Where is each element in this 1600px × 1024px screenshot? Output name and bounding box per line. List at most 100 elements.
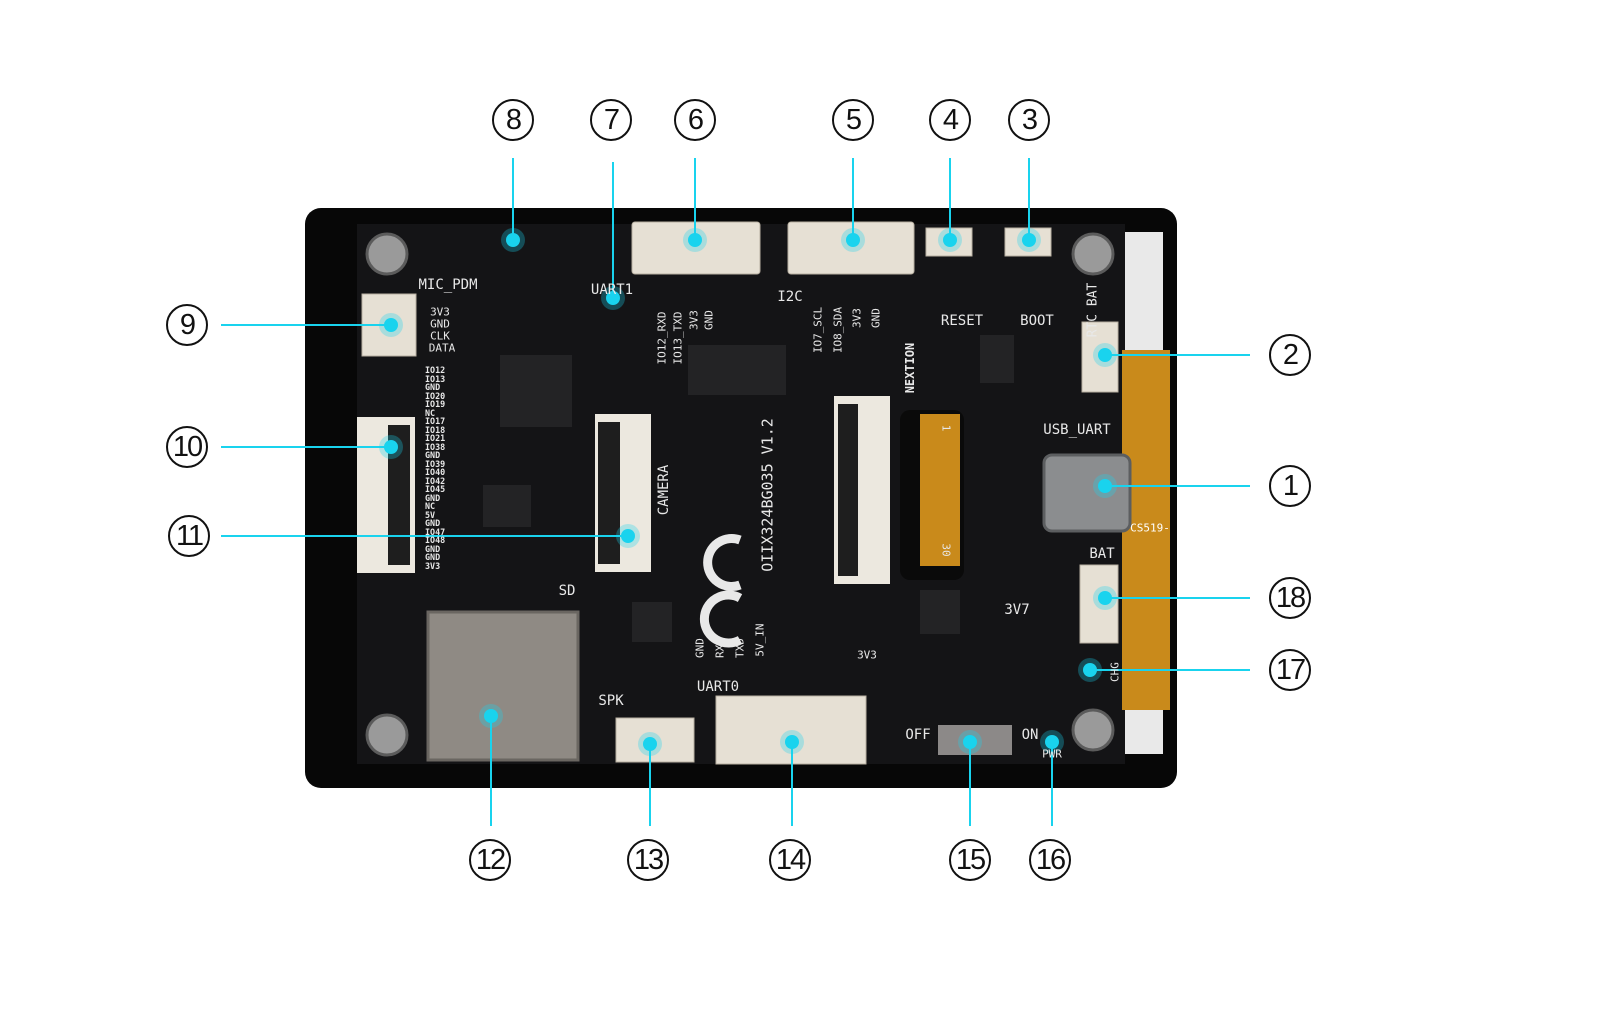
callout-dot-7 [606,291,620,305]
label-i2c-pin: 3V3 [850,308,864,328]
label-on: ON [1021,727,1039,743]
callout-dot-1 [1098,479,1112,493]
callout-dot-13 [643,737,657,751]
label-mic-pin: 3V3 [430,305,450,319]
expansion-pin-label: IO48 [425,535,446,545]
label-uart1-pin: 3V3 [687,310,701,330]
callout-16: 16 [1029,839,1071,881]
expansion-pin-label: IO12 [425,365,446,375]
expansion-pin-label: GND [425,543,441,554]
callout-15: 15 [949,839,991,881]
callout-dot-11 [621,529,635,543]
expansion-pin-label: NC [425,501,436,511]
expansion-pin-label: GND [425,518,441,528]
callout-dot-9 [384,318,398,332]
label-bat: BAT [1089,546,1115,562]
callout-13: 13 [627,839,669,881]
label-uart1-pin: IO12_RXD [655,311,669,365]
expansion-pin-label: IO38 [425,441,446,452]
callout-dot-17 [1083,663,1097,677]
brand-logo-nextion: NEXTION [903,342,917,394]
label-uart1-pin: GND [702,310,716,330]
callout-dot-16 [1045,735,1059,749]
callout-2: 2 [1269,334,1311,376]
callout-7: 7 [590,99,632,141]
callout-dot-5 [846,233,860,247]
expansion-pin-label: 3V3 [425,560,441,571]
label-uart0-pin: 5V_IN [753,623,767,657]
label-i2c-pin: IO8_SDA [831,306,845,354]
label-uart0-pin: GND [693,638,707,658]
label-i2c: I2C [777,289,803,305]
callout-11: 11 [168,515,210,557]
callout-dot-14 [785,735,799,749]
callout-dot-4 [943,233,957,247]
label-off: OFF [905,727,931,743]
expansion-pin-label: IO20 [425,390,446,401]
label-spk: SPK [598,693,624,709]
callout-3: 3 [1008,99,1050,141]
label-fpc-pin1: 1 [939,424,953,432]
label-boot: BOOT [1020,313,1054,329]
label-fpc-part: CS519- [1130,521,1170,535]
label-i2c-pin: IO7_SCL [811,306,825,354]
expansion-pin-label: IO47 [425,526,446,537]
label-fpc-pin30: 30 [939,543,953,557]
ce-mark [699,534,743,648]
callout-10: 10 [166,426,208,468]
expansion-pin-label: IO40 [425,467,446,477]
expansion-pin-label: IO42 [425,475,446,486]
callout-dot-6 [688,233,702,247]
label-chg: CHG [1108,662,1122,682]
label-usb-uart: USB_UART [1043,422,1111,438]
expansion-pin-label: IO18 [425,424,446,435]
callout-14: 14 [769,839,811,881]
usb-c-port [1042,453,1132,533]
callout-6: 6 [674,99,716,141]
expansion-pin-label: NC [425,407,436,418]
callout-5: 5 [832,99,874,141]
callout-dots [379,228,1117,756]
label-uart0: UART0 [696,679,740,695]
expansion-pin-label: GND [425,552,441,562]
expansion-pin-label: GND [425,382,441,392]
label-mic-pdm: MIC_PDM [418,277,478,293]
label-3v3: 3V3 [857,648,877,662]
label-uart1: UART1 [590,282,634,298]
callout-dot-10 [384,440,398,454]
label-camera: CAMERA [656,464,672,516]
leader-lines [221,158,1250,826]
label-reset: RESET [940,313,984,329]
label-uart0-pin: RXD [713,638,727,658]
display-fpc [1122,350,1170,710]
callout-dot-8 [506,233,520,247]
label-model: OIIX324BG035 V1.2 [758,418,777,572]
label-uart1-pin: IO13_TXD [671,311,685,365]
callout-12: 12 [469,839,511,881]
label-pwr: PWR [1042,747,1062,761]
label-i2c-pin: GND [869,308,883,328]
expansion-pin-label: 5V [425,509,436,520]
callout-dot-3 [1022,233,1036,247]
callout-18: 18 [1269,577,1311,619]
expansion-pin-label: IO19 [425,399,446,409]
label-rtc-bat: RTC BAT [1085,282,1101,338]
expansion-pin-label: GND [425,492,441,503]
label-uart0-pin: TXD [733,638,747,658]
expansion-pin-label: IO45 [425,484,446,494]
expansion-pin-label: IO21 [425,433,446,443]
sd-card-slot [426,610,580,762]
callout-4: 4 [929,99,971,141]
mounting-holes [365,232,1115,757]
label-3v7: 3V7 [1004,602,1030,618]
expansion-pin-label: IO17 [425,416,446,426]
callout-dot-15 [963,735,977,749]
chips [483,335,1014,642]
label-sd: SD [558,583,576,599]
expansion-pin-label: IO39 [425,458,446,469]
label-mic-pin: DATA [428,341,456,355]
callout-dot-12 [484,709,498,723]
callout-dot-18 [1098,591,1112,605]
